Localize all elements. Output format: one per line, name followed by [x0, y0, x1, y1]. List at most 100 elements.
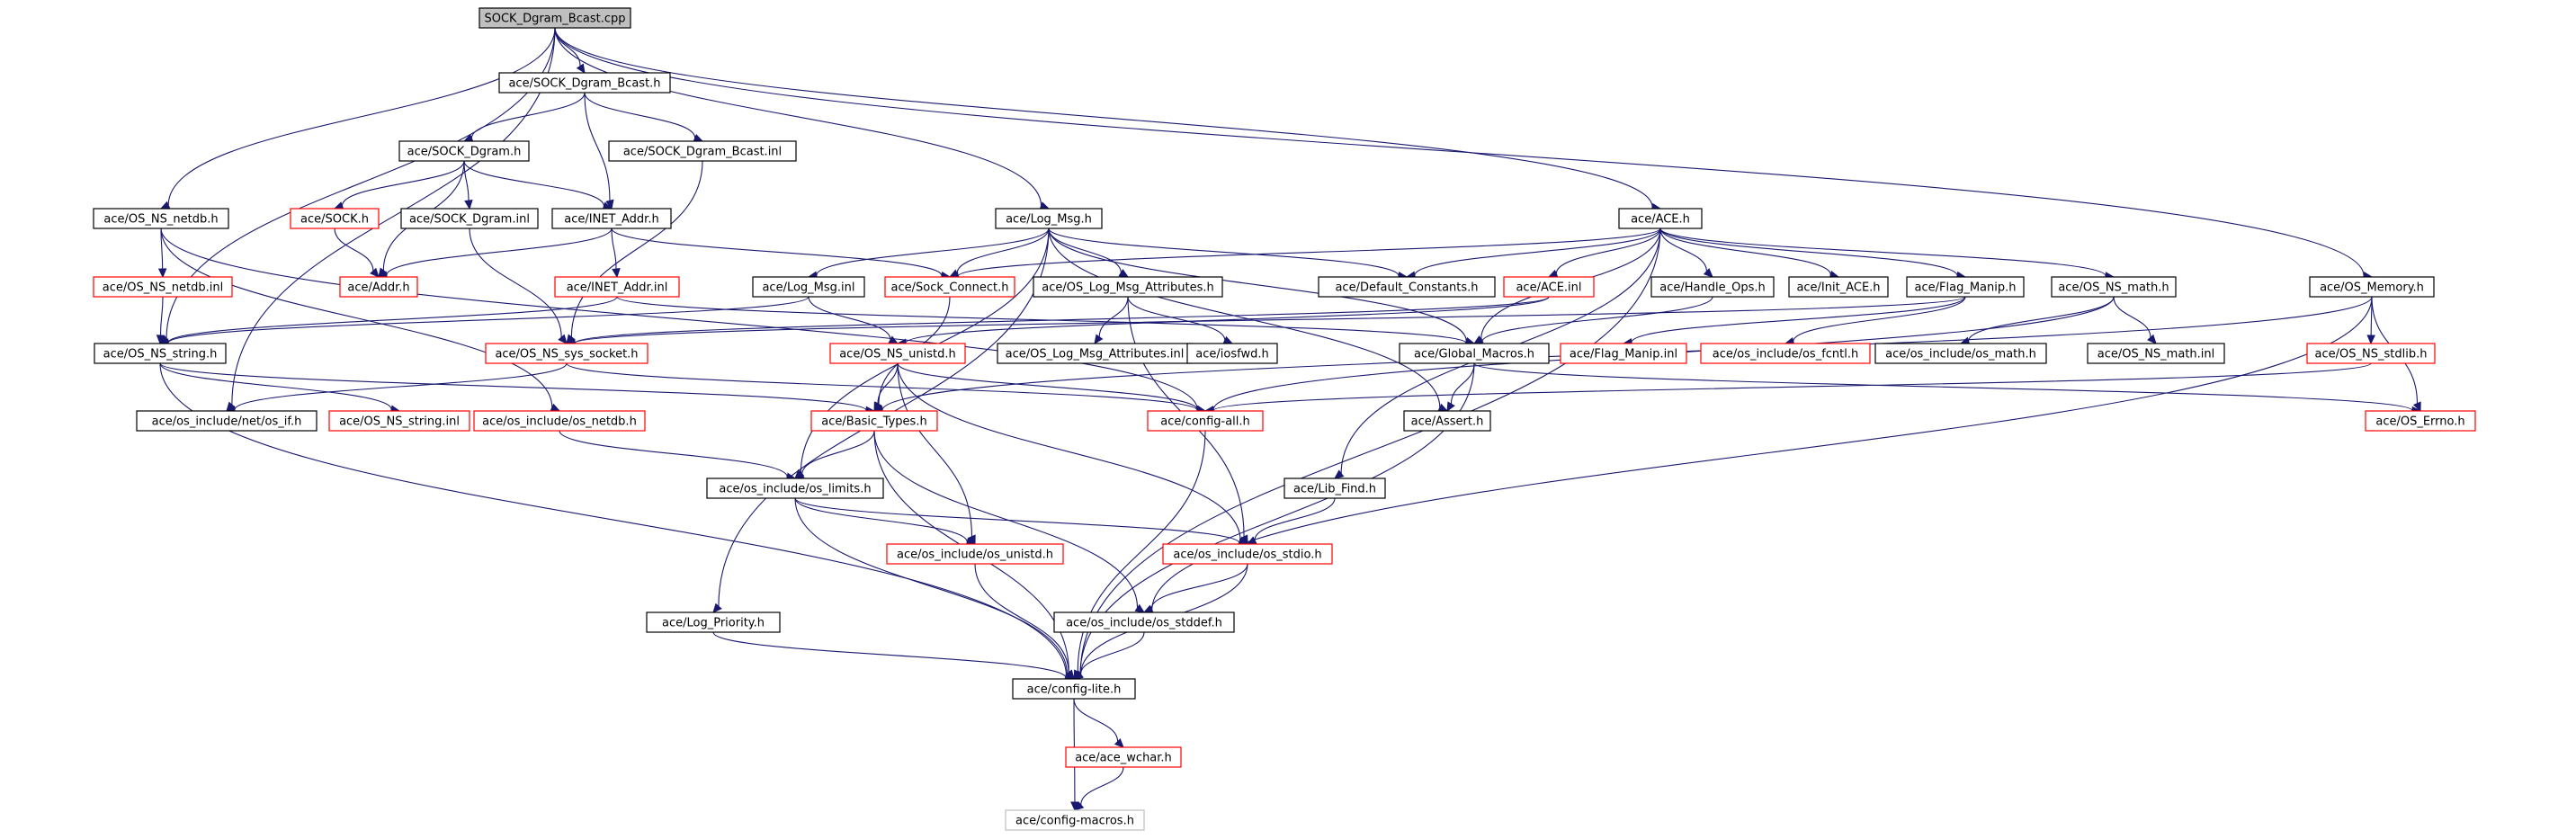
node-config_macros_h[interactable]: ace/config-macros.h — [1005, 809, 1145, 831]
node-box-os_ns_string_h[interactable] — [94, 343, 227, 364]
node-os_errno_h[interactable]: ace/OS_Errno.h — [2365, 410, 2476, 432]
node-box-os_memory_h[interactable] — [2309, 276, 2435, 298]
node-init_ace_h[interactable]: ace/Init_ACE.h — [1788, 276, 1889, 298]
node-global_macros_h[interactable]: ace/Global_Macros.h — [1399, 343, 1550, 364]
node-box-basic_types_h[interactable] — [810, 410, 938, 432]
node-os_ns_stdlib_h[interactable]: ace/OS_NS_stdlib.h — [2306, 343, 2436, 364]
node-os_unistd_h[interactable]: ace/os_include/os_unistd.h — [886, 543, 1064, 565]
node-box-os_fcntl_h[interactable] — [1700, 343, 1871, 364]
node-box-bcast_inl[interactable] — [608, 140, 797, 162]
node-box-os_stdio_h[interactable] — [1162, 543, 1333, 565]
node-addr_h[interactable]: ace/Addr.h — [339, 276, 418, 298]
node-box-sock_connect_h[interactable] — [884, 276, 1015, 298]
node-box-ace_wchar_h[interactable] — [1065, 746, 1182, 768]
node-handle_ops_h[interactable]: ace/Handle_Ops.h — [1650, 276, 1775, 298]
node-ace_inl[interactable]: ace/ACE.inl — [1503, 276, 1595, 298]
node-box-log_msg_h[interactable] — [995, 208, 1103, 229]
node-box-os_ns_stdlib_h[interactable] — [2306, 343, 2436, 364]
node-box-iosfwd_h[interactable] — [1186, 343, 1278, 364]
node-os_ns_unistd_h[interactable]: ace/OS_NS_unistd.h — [829, 343, 966, 364]
node-box-inet_addr_h[interactable] — [551, 208, 672, 229]
node-os_ns_sys_socket_h[interactable]: ace/OS_NS_sys_socket.h — [485, 343, 648, 364]
node-os_limits_h[interactable]: ace/os_include/os_limits.h — [706, 478, 884, 499]
node-box-os_math_h[interactable] — [1874, 343, 2047, 364]
node-inet_addr_inl[interactable]: ace/INET_Addr.inl — [554, 276, 680, 298]
node-assert_h[interactable]: ace/Assert.h — [1403, 410, 1491, 432]
node-box-global_macros_h[interactable] — [1399, 343, 1550, 364]
node-box-os_ns_math_inl[interactable] — [2087, 343, 2225, 364]
node-box-init_ace_h[interactable] — [1788, 276, 1889, 298]
node-os_log_msg_attr_h[interactable]: ace/OS_Log_Msg_Attributes.h — [1033, 276, 1223, 298]
node-os_math_h[interactable]: ace/os_include/os_math.h — [1874, 343, 2047, 364]
node-lib_find_h[interactable]: ace/Lib_Find.h — [1284, 478, 1386, 499]
node-os_ns_string_h[interactable]: ace/OS_NS_string.h — [94, 343, 227, 364]
node-box-os_netdb_h[interactable] — [473, 410, 646, 432]
node-log_msg_h[interactable]: ace/Log_Msg.h — [995, 208, 1103, 229]
node-iosfwd_h[interactable]: ace/iosfwd.h — [1186, 343, 1278, 364]
node-bcast_h[interactable]: ace/SOCK_Dgram_Bcast.h — [498, 72, 671, 94]
node-os_ns_netdb_inl[interactable]: ace/OS_NS_netdb.inl — [93, 276, 233, 298]
edge-sock_dgram_h-to-sock_h — [341, 160, 465, 207]
node-ace_h[interactable]: ace/ACE.h — [1618, 208, 1703, 229]
node-box-config_macros_h[interactable] — [1005, 809, 1145, 831]
node-os_ns_netdb_h[interactable]: ace/OS_NS_netdb.h — [93, 208, 229, 229]
node-sock_dgram_h[interactable]: ace/SOCK_Dgram.h — [398, 140, 530, 162]
node-box-os_ns_netdb_inl[interactable] — [93, 276, 233, 298]
node-box-handle_ops_h[interactable] — [1650, 276, 1775, 298]
node-box-os_stddef_h[interactable] — [1053, 611, 1235, 633]
node-log_msg_inl[interactable]: ace/Log_Msg.inl — [752, 276, 865, 298]
node-inet_addr_h[interactable]: ace/INET_Addr.h — [551, 208, 672, 229]
node-box-default_constants_h[interactable] — [1318, 276, 1496, 298]
node-basic_types_h[interactable]: ace/Basic_Types.h — [810, 410, 938, 432]
node-bcast_inl[interactable]: ace/SOCK_Dgram_Bcast.inl — [608, 140, 797, 162]
node-sock_dgram_inl[interactable]: ace/SOCK_Dgram.inl — [400, 208, 539, 229]
node-os_netdb_h[interactable]: ace/os_include/os_netdb.h — [473, 410, 646, 432]
node-box-os_unistd_h[interactable] — [886, 543, 1064, 565]
node-default_constants_h[interactable]: ace/Default_Constants.h — [1318, 276, 1496, 298]
node-os_stddef_h[interactable]: ace/os_include/os_stddef.h — [1053, 611, 1235, 633]
node-root[interactable]: SOCK_Dgram_Bcast.cpp — [479, 7, 631, 29]
node-box-assert_h[interactable] — [1403, 410, 1491, 432]
node-box-os_ns_netdb_h[interactable] — [93, 208, 229, 229]
node-box-os_limits_h[interactable] — [706, 478, 884, 499]
node-box-bcast_h[interactable] — [498, 72, 671, 94]
node-box-os_ns_sys_socket_h[interactable] — [485, 343, 648, 364]
node-os_ns_math_h[interactable]: ace/OS_NS_math.h — [2051, 276, 2177, 298]
node-net_os_if_h[interactable]: ace/os_include/net/os_if.h — [136, 410, 318, 432]
node-ace_wchar_h[interactable]: ace/ace_wchar.h — [1065, 746, 1182, 768]
node-box-os_ns_math_h[interactable] — [2051, 276, 2177, 298]
node-box-os_ns_unistd_h[interactable] — [829, 343, 966, 364]
node-os_memory_h[interactable]: ace/OS_Memory.h — [2309, 276, 2435, 298]
node-box-config_all_h[interactable] — [1147, 410, 1264, 432]
node-config_lite_h[interactable]: ace/config-lite.h — [1012, 678, 1136, 700]
node-flag_manip_inl[interactable]: ace/Flag_Manip.inl — [1560, 343, 1687, 364]
node-os_ns_math_inl[interactable]: ace/OS_NS_math.inl — [2087, 343, 2225, 364]
node-flag_manip_h[interactable]: ace/Flag_Manip.h — [1906, 276, 2025, 298]
node-config_all_h[interactable]: ace/config-all.h — [1147, 410, 1264, 432]
node-box-flag_manip_h[interactable] — [1906, 276, 2025, 298]
node-box-log_msg_inl[interactable] — [752, 276, 865, 298]
node-box-os_ns_string_inl[interactable] — [328, 410, 470, 432]
node-box-flag_manip_inl[interactable] — [1560, 343, 1687, 364]
node-os_ns_string_inl[interactable]: ace/OS_NS_string.inl — [328, 410, 470, 432]
node-box-config_lite_h[interactable] — [1012, 678, 1136, 700]
node-box-net_os_if_h[interactable] — [136, 410, 318, 432]
node-box-sock_dgram_inl[interactable] — [400, 208, 539, 229]
node-box-ace_h[interactable] — [1618, 208, 1703, 229]
node-box-lib_find_h[interactable] — [1284, 478, 1386, 499]
node-log_priority_h[interactable]: ace/Log_Priority.h — [646, 611, 781, 633]
node-sock_connect_h[interactable]: ace/Sock_Connect.h — [884, 276, 1015, 298]
node-box-sock_dgram_h[interactable] — [398, 140, 530, 162]
node-box-os_log_msg_attr_h[interactable] — [1033, 276, 1223, 298]
node-box-ace_inl[interactable] — [1503, 276, 1595, 298]
node-box-log_priority_h[interactable] — [646, 611, 781, 633]
node-sock_h[interactable]: ace/SOCK.h — [290, 208, 380, 229]
node-box-addr_h[interactable] — [339, 276, 418, 298]
node-box-root[interactable] — [479, 7, 631, 29]
node-box-os_errno_h[interactable] — [2365, 410, 2476, 432]
node-os_stdio_h[interactable]: ace/os_include/os_stdio.h — [1162, 543, 1333, 565]
node-box-sock_h[interactable] — [290, 208, 380, 229]
node-os_log_msg_attr_inl[interactable]: ace/OS_Log_Msg_Attributes.inl — [997, 343, 1193, 364]
node-box-inet_addr_inl[interactable] — [554, 276, 680, 298]
node-os_fcntl_h[interactable]: ace/os_include/os_fcntl.h — [1700, 343, 1871, 364]
